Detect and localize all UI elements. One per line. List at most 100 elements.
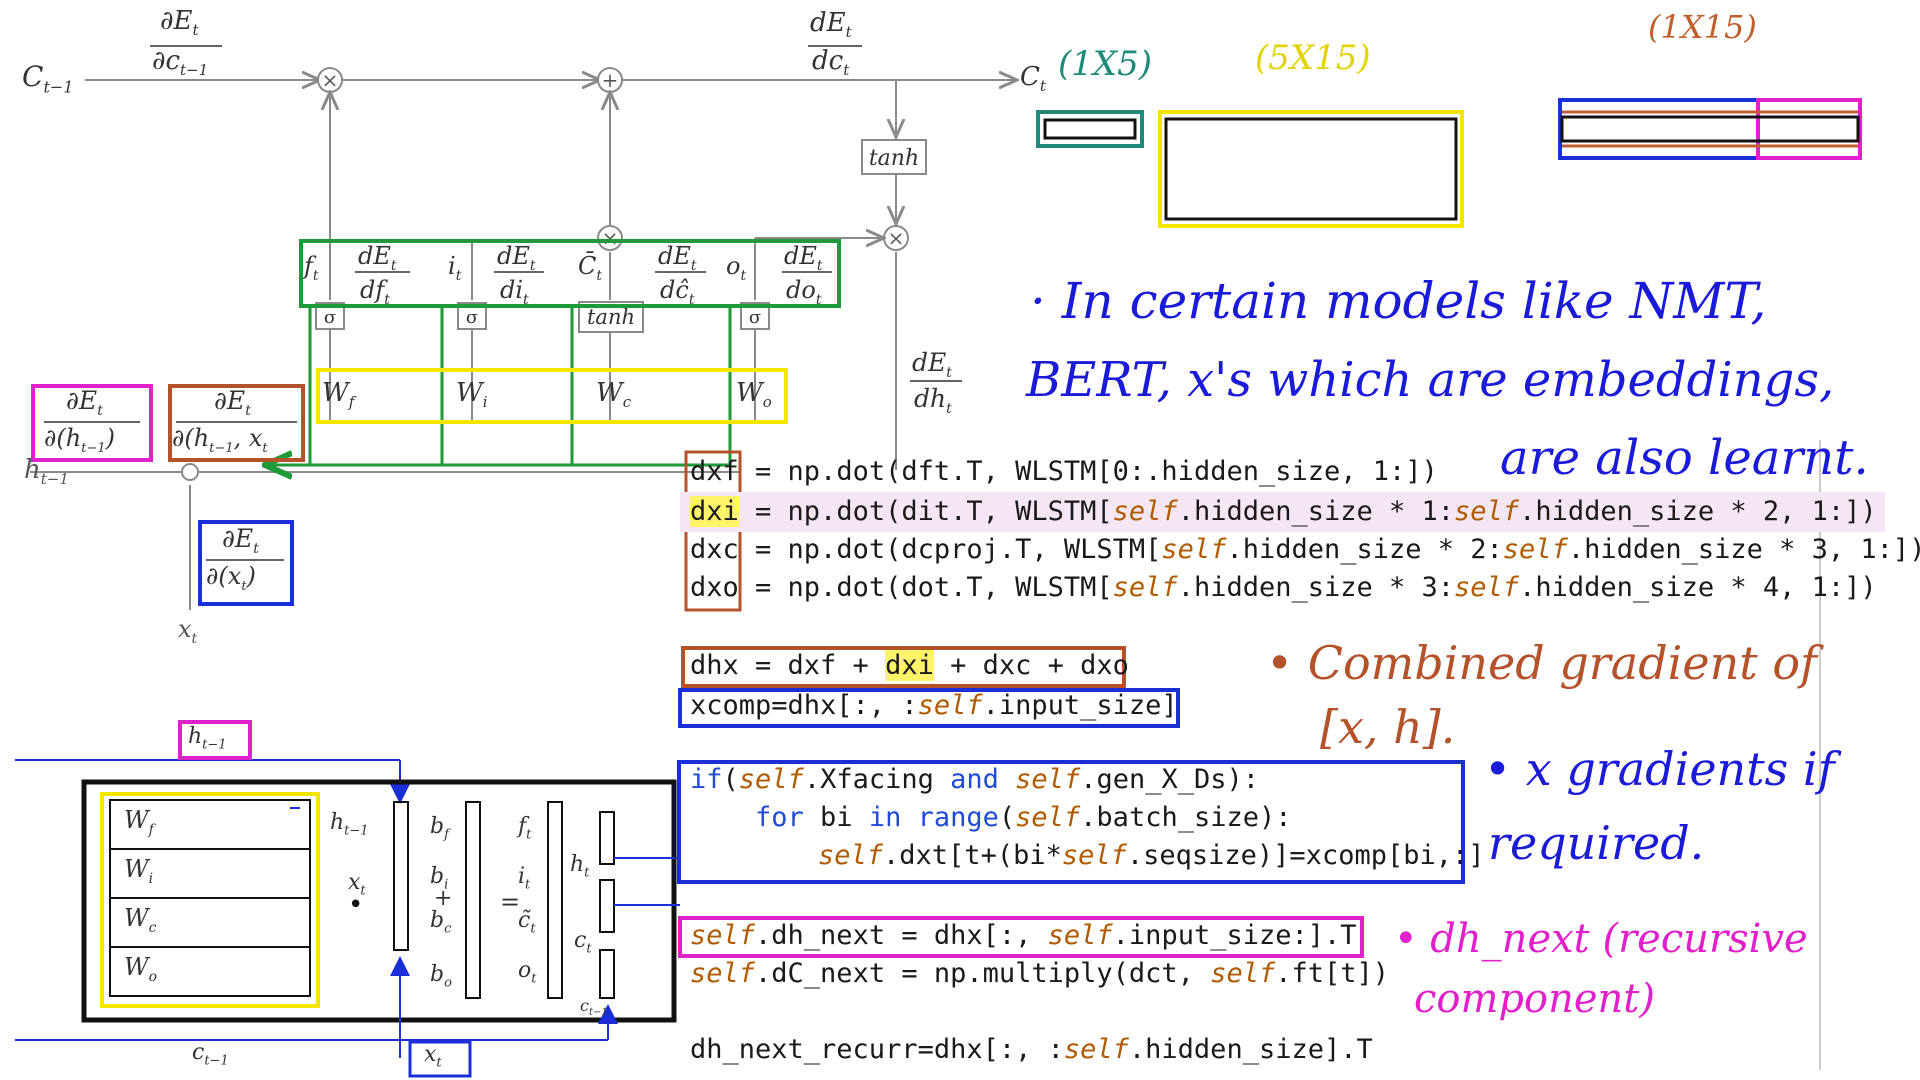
matrix-vec-x: xt bbox=[348, 870, 366, 899]
matrix-bc: bc bbox=[430, 908, 452, 937]
gate-c-num: dEt bbox=[658, 242, 697, 274]
shape-1x5-label: (1X5) bbox=[1058, 44, 1152, 84]
matrix-wc: Wc bbox=[124, 904, 157, 936]
note-embeddings-2: BERT, x's which are embeddings, bbox=[1026, 352, 1835, 408]
matrix-ft: ft bbox=[518, 814, 532, 843]
note-embeddings-1: · In certain models like NMT, bbox=[1030, 272, 1767, 330]
note-dhnext-1: • dh_next (recursive bbox=[1394, 916, 1808, 962]
matrix-weights-box bbox=[100, 792, 320, 1008]
svg-text:σ: σ bbox=[466, 307, 478, 328]
box-hprev-den: ∂(ht−1) bbox=[44, 424, 115, 456]
matrix-diagram bbox=[15, 720, 680, 1078]
weight-f-label: Wf bbox=[322, 378, 355, 412]
matrix-plus: + bbox=[434, 886, 453, 911]
code-line-dhx: dhx = dxf + dxi + dxc + dxo bbox=[690, 650, 1129, 681]
note-xgrad-1: • x gradients if bbox=[1484, 742, 1835, 796]
code-line-dc-next: self.dC_next = np.multiply(dct, self.ft[… bbox=[690, 958, 1390, 989]
code-line-dh-next: self.dh_next = dhx[:, self.input_size:].… bbox=[690, 920, 1357, 951]
gate-o-num: dEt bbox=[784, 242, 823, 274]
if-block-box bbox=[677, 760, 1465, 884]
code-line-for: for bi in range(self.batch_size): bbox=[755, 802, 1292, 833]
matrix-bo: bo bbox=[430, 962, 452, 991]
grad-h-den: dht bbox=[914, 384, 952, 417]
shape-5x15-label: (5X15) bbox=[1255, 38, 1371, 78]
box-hx-num: ∂Et bbox=[214, 386, 251, 419]
dhx-box bbox=[681, 646, 1126, 688]
matrix-hprev-box bbox=[178, 720, 252, 760]
shape-1x15-label: (1X15) bbox=[1648, 8, 1757, 46]
shape-illustrations bbox=[1036, 98, 1862, 228]
gate-f-label: ft bbox=[304, 252, 319, 284]
matrix-out-c1: ct−1 bbox=[580, 996, 608, 1019]
weight-c-label: Wc bbox=[596, 378, 632, 412]
grad-c-prev-num: ∂Et bbox=[160, 6, 199, 40]
code-line-if: if(self.Xfacing and self.gen_X_Ds): bbox=[690, 764, 1260, 795]
matrix-ot: ot bbox=[518, 958, 537, 987]
box-hprev-num: ∂Et bbox=[66, 386, 103, 419]
dh-next-box bbox=[678, 916, 1364, 958]
grad-c-prev-den: ∂ct−1 bbox=[152, 46, 209, 80]
x-t-label: xt bbox=[178, 615, 198, 647]
gate-c-den: dĉt bbox=[660, 276, 695, 308]
grad-hprev-box bbox=[31, 384, 153, 462]
box-x-num: ∂Et bbox=[222, 524, 259, 557]
matrix-c-prev-bottom: ct−1 bbox=[192, 1040, 229, 1069]
c-next-label: Ct bbox=[1020, 62, 1046, 96]
cell-state-line: × + bbox=[85, 67, 1015, 93]
h-prev-label: ht−1 bbox=[24, 455, 69, 489]
gate-i-den: dit bbox=[500, 276, 529, 308]
note-dhnext-2: component) bbox=[1414, 976, 1655, 1022]
matrix-out-c: ct bbox=[574, 928, 592, 957]
weight-o-label: Wo bbox=[736, 378, 772, 412]
matrix-it: it bbox=[518, 864, 531, 893]
shape-1x5-outer bbox=[1036, 110, 1144, 148]
note-embeddings-3: are also learnt. bbox=[1500, 430, 1869, 486]
svg-text:×: × bbox=[602, 226, 619, 250]
svg-text:σ: σ bbox=[749, 307, 761, 328]
matrix-out-h: ht bbox=[570, 852, 590, 881]
gate-f-num: dEt bbox=[358, 242, 397, 274]
gate-c-label: C̄t bbox=[578, 252, 603, 284]
grad-c-den: dct bbox=[812, 46, 850, 80]
box-x-den: ∂(xt) bbox=[206, 562, 256, 594]
code-line-dxt: self.dxt[t+(bi*self.seqsize)]=xcomp[bi,:… bbox=[818, 840, 1485, 871]
matrix-ct: c̃t bbox=[518, 908, 536, 937]
code-line-dxc: dxc = np.dot(dcproj.T, WLSTM[self.hidden… bbox=[690, 534, 1920, 565]
shape-1x15-x bbox=[1558, 98, 1760, 160]
matrix-x-bottom: xt bbox=[424, 1042, 442, 1071]
code-line-dxi: dxi = np.dot(dit.T, WLSTM[self.hidden_si… bbox=[690, 496, 1877, 527]
grad-hx-box bbox=[168, 384, 305, 462]
matrix-hprev-label: ht−1 bbox=[188, 724, 227, 753]
weights-box bbox=[316, 368, 788, 424]
gate-o-den: dot bbox=[786, 276, 822, 308]
svg-text:σ: σ bbox=[324, 307, 336, 328]
matrix-wf: Wf bbox=[124, 806, 154, 838]
gate-i-label: it bbox=[448, 252, 462, 284]
gate-o-label: ot bbox=[726, 252, 747, 284]
svg-text:×: × bbox=[322, 68, 339, 92]
matrix-equals: = bbox=[500, 888, 521, 916]
gate-i-num: dEt bbox=[497, 242, 536, 274]
shape-1x15-h bbox=[1756, 98, 1862, 160]
grad-x-box bbox=[198, 520, 294, 606]
tanh-box-top bbox=[861, 139, 927, 175]
xcomp-box bbox=[678, 688, 1180, 728]
weight-i-label: Wi bbox=[456, 378, 488, 412]
code-line-recurr: dh_next_recurr=dhx[:, :self.hidden_size]… bbox=[690, 1034, 1373, 1065]
svg-text:+: + bbox=[602, 68, 619, 92]
gate-gradient-box bbox=[299, 239, 841, 308]
c-prev-label: Ct−1 bbox=[22, 60, 74, 97]
tanh-top-label: tanh bbox=[869, 146, 919, 171]
svg-text:tanh: tanh bbox=[587, 305, 635, 329]
gate-f-den: dft bbox=[360, 276, 390, 308]
code-line-xcomp: xcomp=dhx[:, :self.input_size] bbox=[690, 690, 1178, 721]
green-gradient-lines bbox=[268, 306, 732, 465]
box-hx-den: ∂(ht−1, xt bbox=[172, 424, 268, 456]
note-xgrad-2: required. bbox=[1488, 816, 1705, 870]
note-combined-1: • Combined gradient of bbox=[1266, 636, 1818, 690]
highlight-row bbox=[680, 492, 1885, 532]
code-line-dxf: dxf = np.dot(dft.T, WLSTM[0:.hidden_size… bbox=[690, 456, 1438, 487]
matrix-dot: • bbox=[348, 890, 364, 920]
